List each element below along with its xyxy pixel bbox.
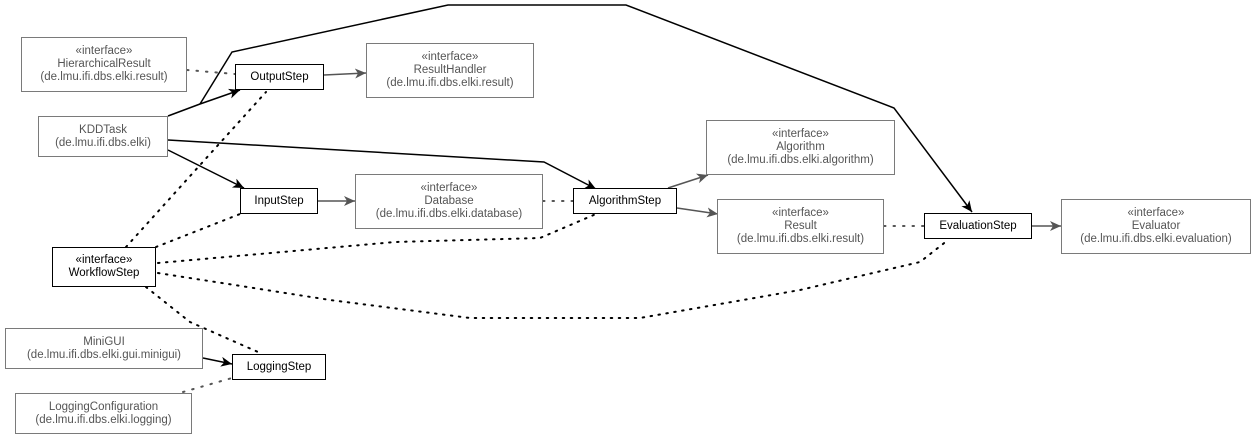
node-workflow-step[interactable]: «interface» WorkflowStep xyxy=(52,247,156,287)
edge-algorithmstep-result xyxy=(676,207,719,218)
package-name: (de.lmu.ifi.dbs.elki.algorithm) xyxy=(727,154,874,166)
edge-algorithmstep-algorithm xyxy=(667,173,709,189)
node-hierarchical-result[interactable]: «interface» HierarchicalResult (de.lmu.i… xyxy=(21,37,187,92)
node-output-step[interactable]: OutputStep xyxy=(235,64,324,90)
node-kdd-task[interactable]: KDDTask (de.lmu.ifi.dbs.elki) xyxy=(38,116,168,157)
class-name: Algorithm xyxy=(776,141,825,153)
node-database[interactable]: «interface» Database (de.lmu.ifi.dbs.elk… xyxy=(355,174,543,229)
stereotype-label: «interface» xyxy=(421,51,479,63)
class-name: HierarchicalResult xyxy=(57,58,151,70)
stereotype-label: «interface» xyxy=(420,182,478,194)
edge-loggingconfig-loggingstep xyxy=(182,377,233,393)
node-minigui[interactable]: MiniGUI (de.lmu.ifi.dbs.elki.gui.minigui… xyxy=(5,328,203,369)
node-evaluator[interactable]: «interface» Evaluator (de.lmu.ifi.dbs.el… xyxy=(1061,199,1251,254)
node-input-step[interactable]: InputStep xyxy=(240,188,318,214)
edge-kddtask-outputstep xyxy=(167,88,241,117)
class-name: ResultHandler xyxy=(413,64,487,76)
node-result-handler[interactable]: «interface» ResultHandler (de.lmu.ifi.db… xyxy=(366,43,534,98)
class-name: LoggingConfiguration xyxy=(48,400,159,413)
edge-workflowstep-loggingstep xyxy=(145,286,259,353)
package-name: (de.lmu.ifi.dbs.elki.result) xyxy=(386,77,514,89)
class-name: InputStep xyxy=(254,194,304,207)
node-algorithm-step[interactable]: AlgorithmStep xyxy=(573,188,677,214)
node-logging-configuration[interactable]: LoggingConfiguration (de.lmu.ifi.dbs.elk… xyxy=(15,393,192,434)
package-name: (de.lmu.ifi.dbs.elki.result) xyxy=(40,71,168,83)
edge-kddtask-evaluationstep xyxy=(199,4,973,213)
class-name: LoggingStep xyxy=(246,360,312,373)
node-algorithm[interactable]: «interface» Algorithm (de.lmu.ifi.dbs.el… xyxy=(706,120,895,175)
package-name: (de.lmu.ifi.dbs.elki.result) xyxy=(736,233,865,245)
edge-hierarchicalresult-outputstep xyxy=(186,69,236,75)
class-name: OutputStep xyxy=(250,70,309,83)
class-name: Evaluator xyxy=(1131,220,1181,232)
package-name: (de.lmu.ifi.dbs.elki.gui.minigui) xyxy=(26,348,182,361)
edge-outputstep-resulthandler xyxy=(323,68,367,79)
class-name: AlgorithmStep xyxy=(588,194,662,207)
class-name: WorkflowStep xyxy=(68,267,140,279)
edge-minigui-loggingstep xyxy=(202,356,233,367)
stereotype-label: «interface» xyxy=(772,207,829,219)
node-result[interactable]: «interface» Result (de.lmu.ifi.dbs.elki.… xyxy=(717,199,884,254)
class-name: MiniGUI xyxy=(83,335,125,348)
package-name: (de.lmu.ifi.dbs.elki.evaluation) xyxy=(1080,233,1232,245)
node-logging-step[interactable]: LoggingStep xyxy=(232,354,326,380)
class-name: Result xyxy=(784,220,817,232)
package-name: (de.lmu.ifi.dbs.elki.logging) xyxy=(35,413,172,426)
edge-workflowstep-inputstep xyxy=(155,213,241,248)
stereotype-label: «interface» xyxy=(772,128,829,140)
node-evaluation-step[interactable]: EvaluationStep xyxy=(924,213,1032,239)
stereotype-label: «interface» xyxy=(1127,207,1185,219)
edge-kddtask-inputstep xyxy=(167,149,245,189)
class-name: Database xyxy=(424,195,474,207)
stereotype-label: «interface» xyxy=(75,45,133,57)
edge-kddtask-algorithmstep xyxy=(167,139,597,190)
stereotype-label: «interface» xyxy=(75,254,133,266)
edge-workflowstep-outputstep xyxy=(125,91,267,248)
class-name: EvaluationStep xyxy=(939,219,1017,232)
package-name: (de.lmu.ifi.dbs.elki.database) xyxy=(375,208,523,220)
class-name: KDDTask xyxy=(79,123,127,136)
package-name: (de.lmu.ifi.dbs.elki) xyxy=(55,136,151,149)
